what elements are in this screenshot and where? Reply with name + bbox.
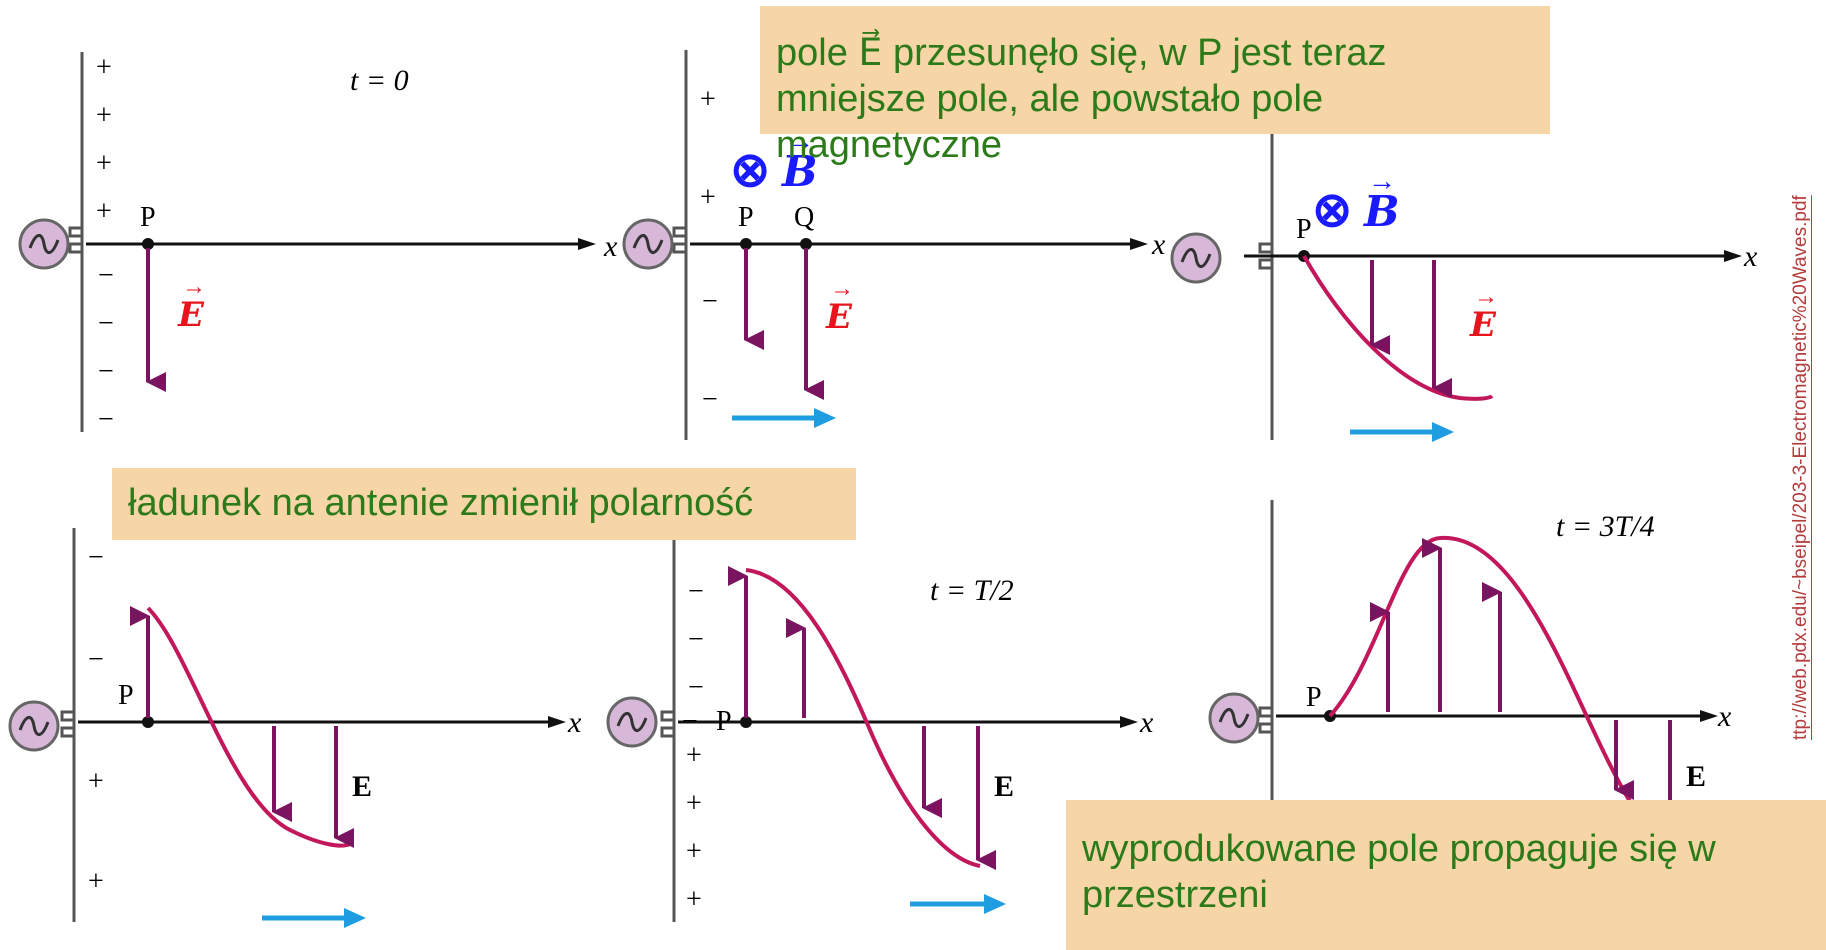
charge-sign: − [88, 644, 104, 675]
wave-curve [146, 606, 351, 848]
axis-label: x [1717, 700, 1732, 733]
point-P [740, 238, 752, 250]
vector-arrow-symbol: → [830, 276, 854, 302]
E-vector-label: E [825, 297, 853, 337]
charge-sign: + [96, 100, 112, 131]
point-P [142, 238, 154, 250]
charge-sign: − [688, 624, 704, 655]
E-field-label: E [352, 770, 372, 803]
panel-2: x + + − − ⊗ B → P Q E → [622, 50, 1166, 440]
charge-sign: − [702, 384, 718, 415]
svg-text:→: → [1368, 166, 1396, 197]
B-vector-label: B [781, 147, 818, 196]
charge-sign: + [700, 182, 716, 213]
E-vector-label: E [177, 295, 205, 335]
time-label: t = 0 [350, 64, 409, 97]
axis-label: x [567, 706, 582, 739]
E-field-label: E [994, 770, 1014, 803]
time-label: t = T/2 [930, 574, 1014, 607]
annotation-top-note: pole E⃗ przesunęło się, w P jest teraz m… [760, 6, 1550, 166]
charge-sign: − [688, 576, 704, 607]
panel-4: x − − + + P E [8, 528, 582, 928]
into-page-icon: ⊗ [1312, 184, 1352, 237]
axis-label: x [1743, 240, 1758, 273]
point-label: P [140, 202, 156, 233]
charge-sign: − [98, 308, 114, 339]
charge-sign: − [98, 260, 114, 291]
charge-sign: + [88, 866, 104, 897]
charge-sign: + [96, 148, 112, 179]
annotation-polarity-note: ładunek na antenie zmienił polarność [112, 468, 856, 540]
point-Q [800, 238, 812, 250]
charge-sign: − [98, 356, 114, 387]
point-label: P [1296, 214, 1312, 245]
E-field-label: E [1686, 760, 1706, 793]
B-vector-label: B [1363, 187, 1400, 236]
panel-1: x + + + + − − − − t = 0 P E → [18, 52, 618, 435]
charge-sign: + [700, 84, 716, 115]
wave-curve [1302, 255, 1494, 401]
panel-5: x − − − − + + + + t = T/2 P E [606, 540, 1154, 922]
point-label: P [716, 706, 732, 737]
charge-sign: − [88, 542, 104, 573]
axis-label: x [1151, 228, 1166, 261]
charge-sign: + [686, 788, 702, 819]
point-P [142, 716, 154, 728]
charge-sign: − [682, 706, 698, 737]
point-P [740, 716, 752, 728]
point-label: P [118, 680, 134, 711]
axis-label: x [1139, 706, 1154, 739]
charge-sign: − [688, 672, 704, 703]
point-label: Q [794, 202, 814, 233]
charge-sign: + [88, 766, 104, 797]
charge-sign: + [686, 836, 702, 867]
vector-arrow-symbol: → [1474, 284, 1498, 310]
into-page-icon: ⊗ [730, 144, 770, 197]
point-label: P [1306, 682, 1322, 713]
source-link[interactable]: ttp://web.pdx.edu/~bseipel/203-3-Electro… [1790, 195, 1811, 740]
point-label: P [738, 202, 754, 233]
time-label: t = 3T/4 [1556, 510, 1655, 543]
charge-sign: + [686, 884, 702, 915]
annotation-propagation-note: wyprodukowane pole propaguje się w przes… [1066, 800, 1826, 950]
charge-sign: + [96, 52, 112, 83]
charge-sign: − [98, 404, 114, 435]
vector-arrow-symbol: → [182, 274, 206, 300]
axis-label: x [603, 230, 618, 263]
charge-sign: + [96, 196, 112, 227]
charge-sign: − [702, 286, 718, 317]
E-vector-label: E [1469, 305, 1497, 345]
wave-curve [745, 568, 981, 868]
panel-3: x ⊗ B → P E → [1170, 130, 1758, 442]
charge-sign: + [686, 740, 702, 771]
